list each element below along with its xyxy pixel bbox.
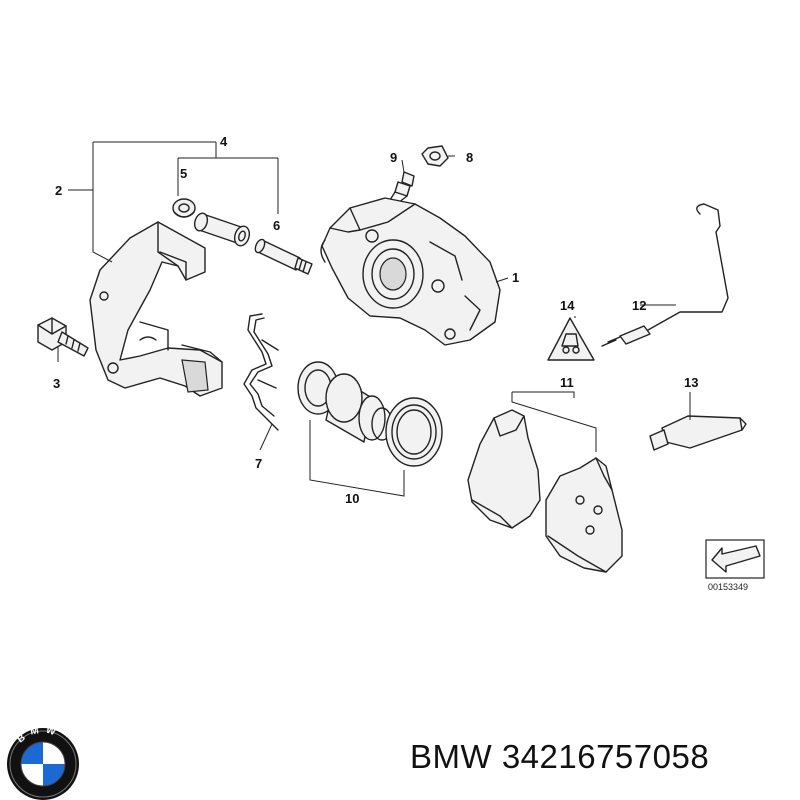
callout-10: 10 <box>345 491 359 506</box>
part-number-label: BMW 34216757058 <box>410 738 710 775</box>
callout-12: 12 <box>632 298 646 313</box>
callout-14: 14 <box>560 298 575 313</box>
brake-pad-set <box>467 409 623 573</box>
callout-6: 6 <box>273 218 280 233</box>
callout-9: 9 <box>390 150 397 165</box>
callout-11: 11 <box>560 375 574 390</box>
callout-3: 3 <box>53 376 60 391</box>
warning-triangle-icon <box>547 317 595 361</box>
callout-5: 5 <box>180 166 187 181</box>
hex-bolt <box>37 317 89 357</box>
callout-8: 8 <box>466 150 473 165</box>
caliper-carrier-bracket <box>89 221 223 397</box>
reference-arrow-box: 00153349 <box>705 539 765 592</box>
brake-wear-sensor <box>601 203 729 347</box>
callout-13: 13 <box>684 375 698 390</box>
callout-1: 1 <box>512 270 519 285</box>
piston-seal-kit <box>297 361 443 467</box>
brake-caliper-housing <box>320 197 501 346</box>
reference-code: 00153349 <box>708 582 748 592</box>
dust-cap <box>421 145 449 167</box>
bleed-screw <box>389 171 415 204</box>
guide-seal <box>172 198 196 218</box>
callout-4: 4 <box>220 134 228 149</box>
leader-lines <box>57 141 691 497</box>
bmw-logo: BMW <box>7 724 79 800</box>
callout-labels: 1 2 3 4 5 6 7 8 9 10 11 12 13 14 <box>53 134 698 506</box>
guide-sleeve <box>193 212 251 247</box>
callout-2: 2 <box>55 183 62 198</box>
callout-7: 7 <box>255 456 262 471</box>
grease-tube <box>649 415 747 451</box>
anti-rattle-spring <box>243 313 279 431</box>
guide-bolt <box>254 238 313 275</box>
